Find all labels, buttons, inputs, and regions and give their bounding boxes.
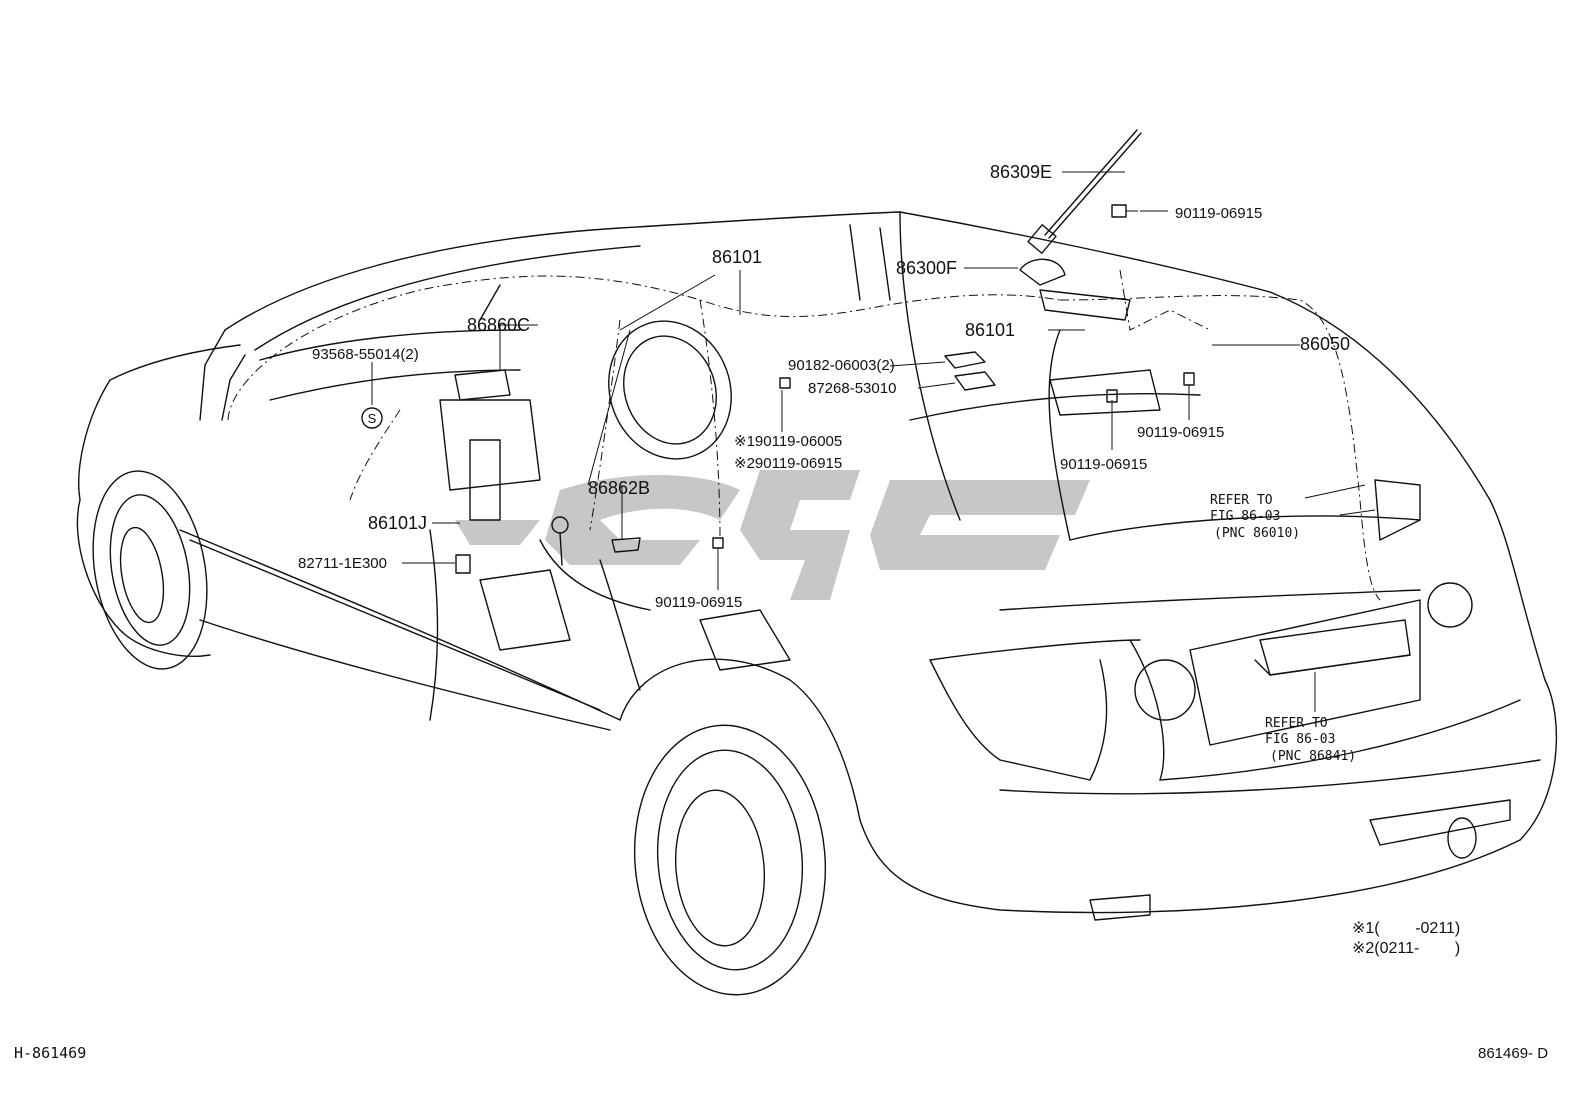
part-86101-top: 86101 [712,247,762,267]
part-82711: 82711-1E300 [298,555,387,572]
s-symbol-circle [361,407,383,429]
part-90119-top: 90119-06915 [1175,205,1262,222]
part-86309E: 86309E [990,162,1052,182]
part-86300F: 86300F [896,258,957,278]
part-labels: 86309E 90119-06915 86300F 86101 86101 86… [298,162,1350,611]
part-86101J: 86101J [368,513,427,533]
diagram-id-right: 861469- D [1478,1045,1548,1062]
antenna-cable [227,269,1381,601]
part-90119-roof: 90119-06915 [1060,456,1147,473]
part-90119-low: 90119-06915 [655,594,742,611]
watermark-logo [455,470,1090,600]
leader-lines [371,171,1376,712]
footnote-2: ※2(0211- ) [1352,940,1460,957]
reference-1-line-3: (PNC 86010) [1214,526,1300,541]
part-90119-mid: 90119-06915 [1137,424,1224,441]
reference-2-line-1: REFER TO [1265,716,1328,731]
part-90182: 90182-06003(2) [788,357,895,374]
part-86862B: 86862B [588,478,650,498]
antenna-base [1019,258,1131,321]
antenna-mast [1027,129,1142,254]
part-90119-note1: ※190119-06005 [734,433,842,450]
part-86101-right: 86101 [965,320,1015,340]
diagram-id-left: H-861469 [14,1044,86,1062]
reference-1-line-1: REFER TO [1210,493,1273,508]
reference-1: REFER TO FIG 86-03 (PNC 86010) [1210,493,1300,541]
part-87268: 87268-53010 [808,380,896,397]
part-90119-note2: ※290119-06915 [734,455,842,472]
car-body [76,211,1558,996]
reference-2-line-2: FIG 86-03 [1265,732,1335,747]
s-symbol: S [368,411,377,426]
part-93568: 93568-55014(2) [312,346,419,363]
reference-2-line-3: (PNC 86841) [1270,749,1356,764]
fasteners [454,204,1421,676]
reference-1-line-2: FIG 86-03 [1210,509,1280,524]
part-86050: 86050 [1300,334,1350,354]
footnotes: ※1( -0211) ※2(0211- ) [1352,920,1460,957]
reference-2: REFER TO FIG 86-03 (PNC 86841) [1265,716,1356,764]
footnote-1: ※1( -0211) [1352,920,1460,937]
part-86860C: 86860C [467,315,530,335]
